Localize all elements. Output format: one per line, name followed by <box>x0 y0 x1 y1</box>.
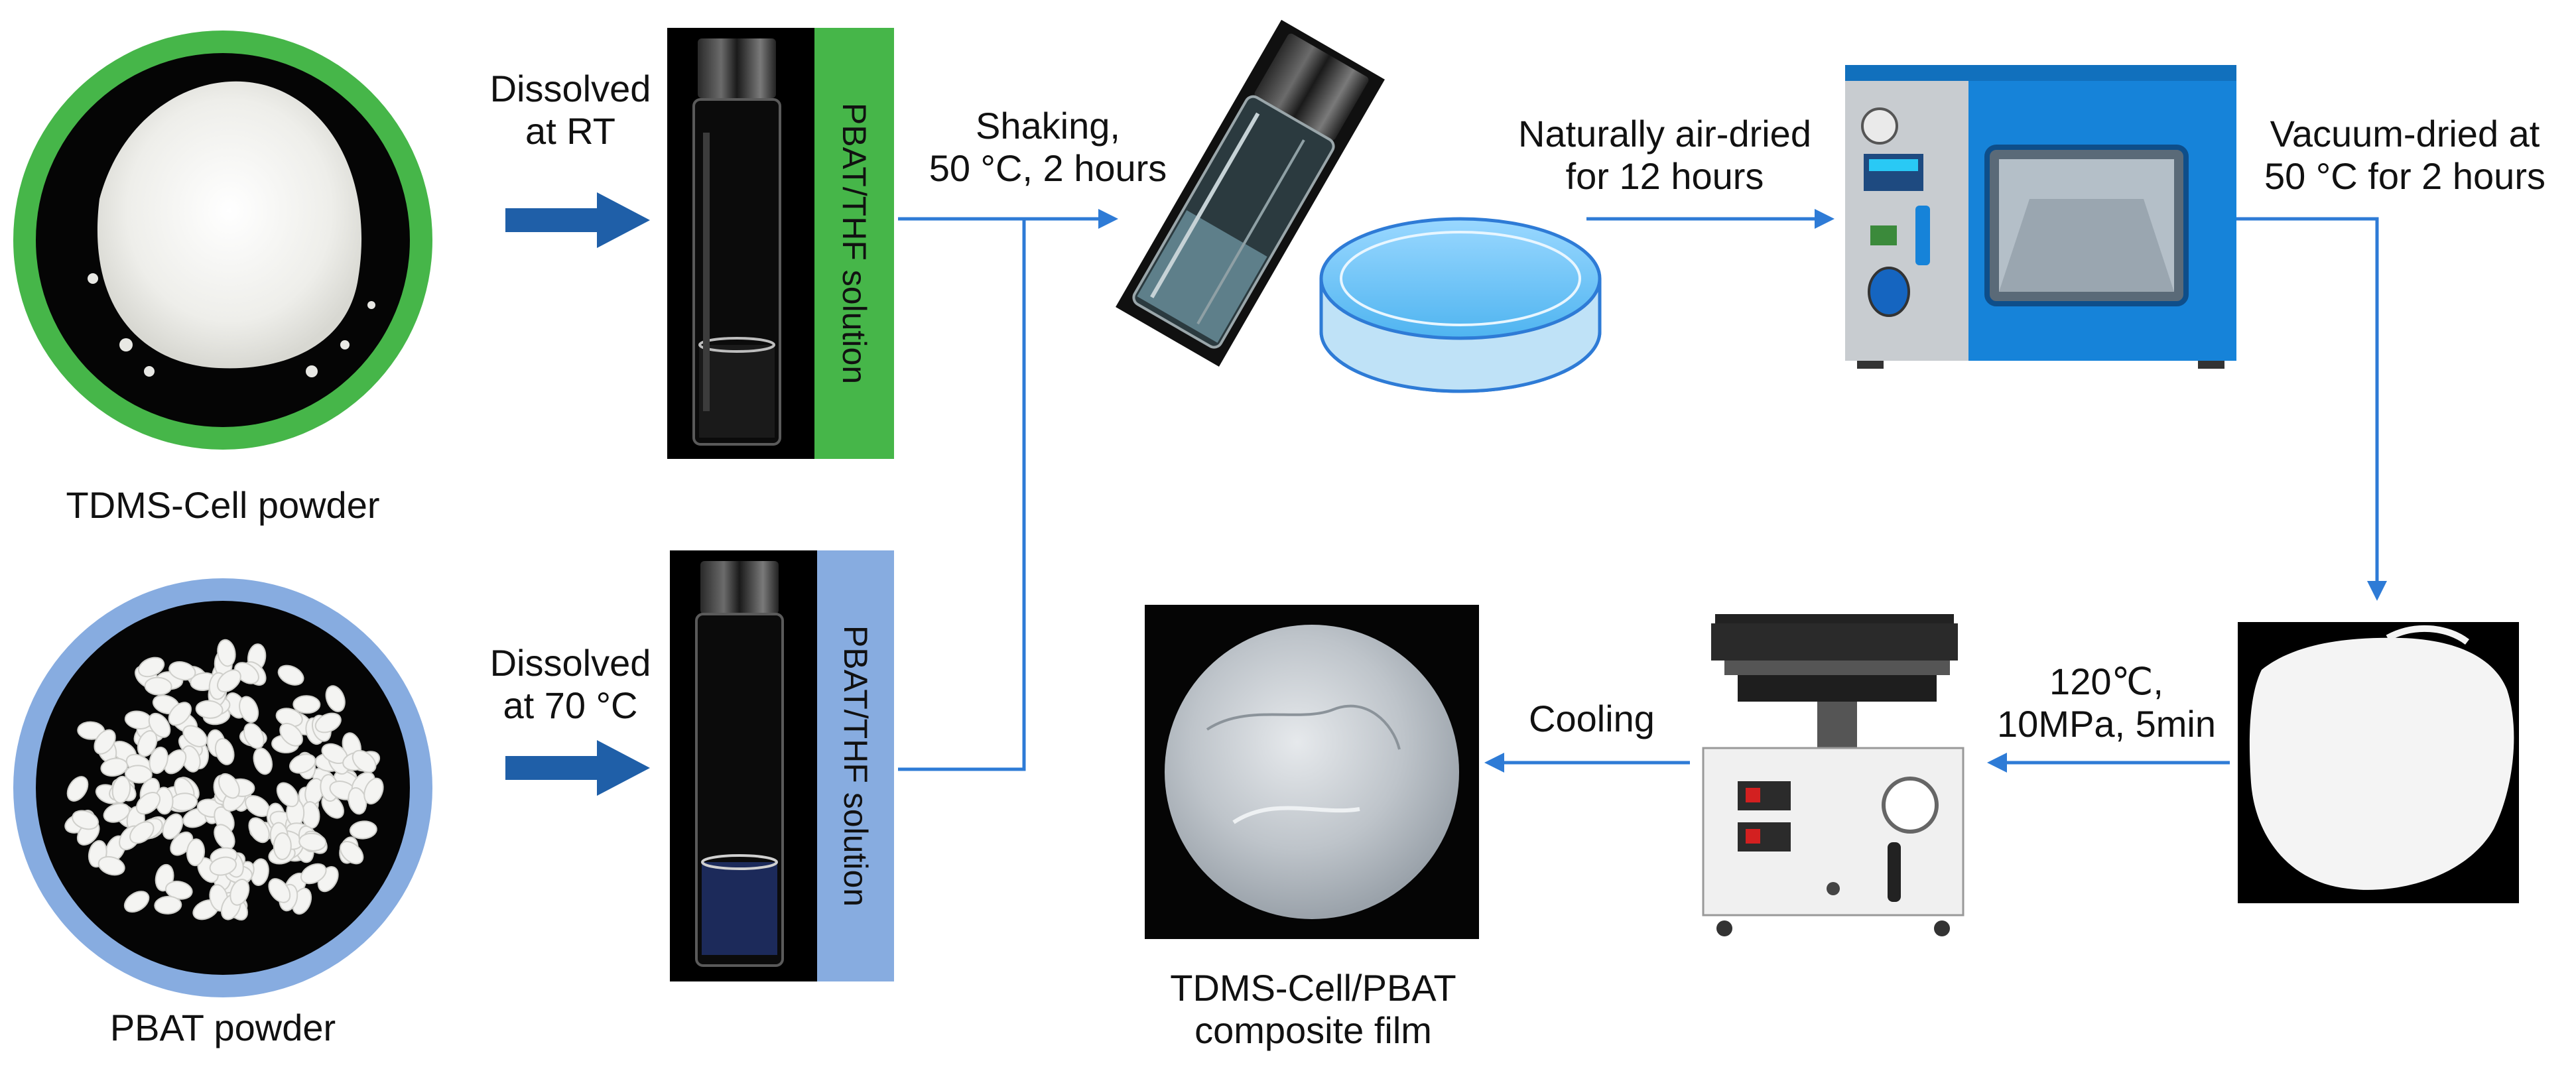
film-photo <box>1145 605 1479 939</box>
sheet-photo <box>2238 622 2519 903</box>
pbat-caption-text: PBAT powder <box>109 1007 336 1048</box>
pellet <box>268 878 291 903</box>
shaking-vial-photo <box>1116 19 1385 367</box>
tdms-cell-caption-text: TDMS-Cell powder <box>66 484 380 526</box>
vacuum-dry-label: Vacuum-dried at 50 °C for 2 hours <box>2239 113 2571 198</box>
pellet <box>239 696 259 724</box>
shaking-line1: Shaking, <box>976 105 1120 147</box>
pellet <box>217 639 236 667</box>
solution-label-bottom-text: PBAT/THF solution <box>837 625 875 907</box>
pellet <box>135 792 161 815</box>
pellet <box>100 757 129 777</box>
pellet <box>292 695 321 714</box>
dissolve-70-label: Dissolved at 70 °C <box>458 642 683 727</box>
dissolve-70-line1: Dissolved <box>489 642 651 684</box>
pellet <box>340 841 364 865</box>
pellet-photo <box>13 578 432 997</box>
pellet <box>276 782 299 808</box>
pellet <box>273 832 292 860</box>
pellet <box>352 749 377 773</box>
pellet <box>218 773 240 799</box>
dissolve-70-line2: at 70 °C <box>503 684 638 726</box>
pellet <box>124 765 153 784</box>
hot-press-line1: 120℃, <box>2049 661 2163 702</box>
pellet <box>103 802 131 823</box>
pellet <box>164 749 187 775</box>
pellet <box>148 712 171 738</box>
pellet <box>300 863 327 885</box>
pellet <box>129 821 155 844</box>
pellet <box>149 746 168 775</box>
pellet <box>214 737 235 765</box>
solution-label-top: PBAT/THF solution <box>814 28 894 459</box>
pellet <box>66 776 89 802</box>
pellet <box>229 879 250 906</box>
pellet <box>168 702 192 726</box>
hot-press-label: 120℃, 10MPa, 5min <box>1974 661 2239 745</box>
solution-label-bottom: PBAT/THF solution <box>817 550 894 981</box>
powder-photo <box>13 31 432 450</box>
hot-press-line2: 10MPa, 5min <box>1997 703 2216 745</box>
pellet <box>325 685 346 712</box>
pellet <box>298 832 327 852</box>
solution-label-top-text: PBAT/THF solution <box>836 102 873 385</box>
pbat-caption: PBAT powder <box>24 1007 422 1049</box>
tdms-cell-caption: TDMS-Cell powder <box>24 484 422 527</box>
vacuum-oven-icon <box>1845 65 2236 369</box>
pellet <box>209 856 237 876</box>
pellet <box>248 817 270 844</box>
pellet <box>168 661 196 681</box>
pellet <box>289 753 316 774</box>
pellet <box>314 712 342 733</box>
vial-photo-bottom <box>670 550 894 981</box>
pellet <box>279 722 303 747</box>
product-label: TDMS-Cell/PBAT composite film <box>1127 967 1499 1052</box>
pellet <box>138 657 165 678</box>
pellet <box>94 729 116 755</box>
pellet <box>363 777 384 805</box>
vacuum-dry-line1: Vacuum-dried at <box>2270 113 2540 155</box>
pellet <box>195 700 224 719</box>
pellet <box>162 813 184 840</box>
pellet <box>186 838 206 867</box>
pellet <box>349 820 377 840</box>
air-dry-line2: for 12 hours <box>1565 155 1764 197</box>
pellet <box>277 664 304 686</box>
air-dry-line1: Naturally air-dried <box>1518 113 1811 155</box>
pellet <box>137 730 158 757</box>
product-line2: composite film <box>1194 1009 1432 1051</box>
cooling-label: Cooling <box>1492 698 1691 740</box>
cooling-line1: Cooling <box>1529 698 1655 739</box>
pellet <box>182 725 208 747</box>
thick-arrow-top <box>505 192 650 248</box>
pellet <box>72 810 99 830</box>
pellet <box>253 747 273 775</box>
pellet <box>111 775 131 804</box>
hot-press-icon <box>1702 614 1964 936</box>
dissolve-rt-line1: Dissolved <box>489 68 651 109</box>
air-dry-label: Naturally air-dried for 12 hours <box>1486 113 1844 198</box>
product-line1: TDMS-Cell/PBAT <box>1170 967 1456 1009</box>
vacuum-dry-line2: 50 °C for 2 hours <box>2264 155 2545 197</box>
thick-arrow-bottom <box>505 740 650 796</box>
flow-lines <box>898 209 2387 773</box>
petri-dish-icon <box>1319 217 1602 393</box>
vial-photo-top <box>667 28 894 459</box>
shaking-line2: 50 °C, 2 hours <box>929 147 1167 189</box>
pellet <box>154 895 182 915</box>
pellet <box>97 855 125 876</box>
dissolve-rt-line2: at RT <box>525 110 615 152</box>
pellet <box>144 676 172 696</box>
shaking-label: Shaking, 50 °C, 2 hours <box>909 105 1187 190</box>
pellet <box>123 891 150 913</box>
pellet <box>217 669 241 693</box>
dissolve-rt-label: Dissolved at RT <box>458 68 683 153</box>
